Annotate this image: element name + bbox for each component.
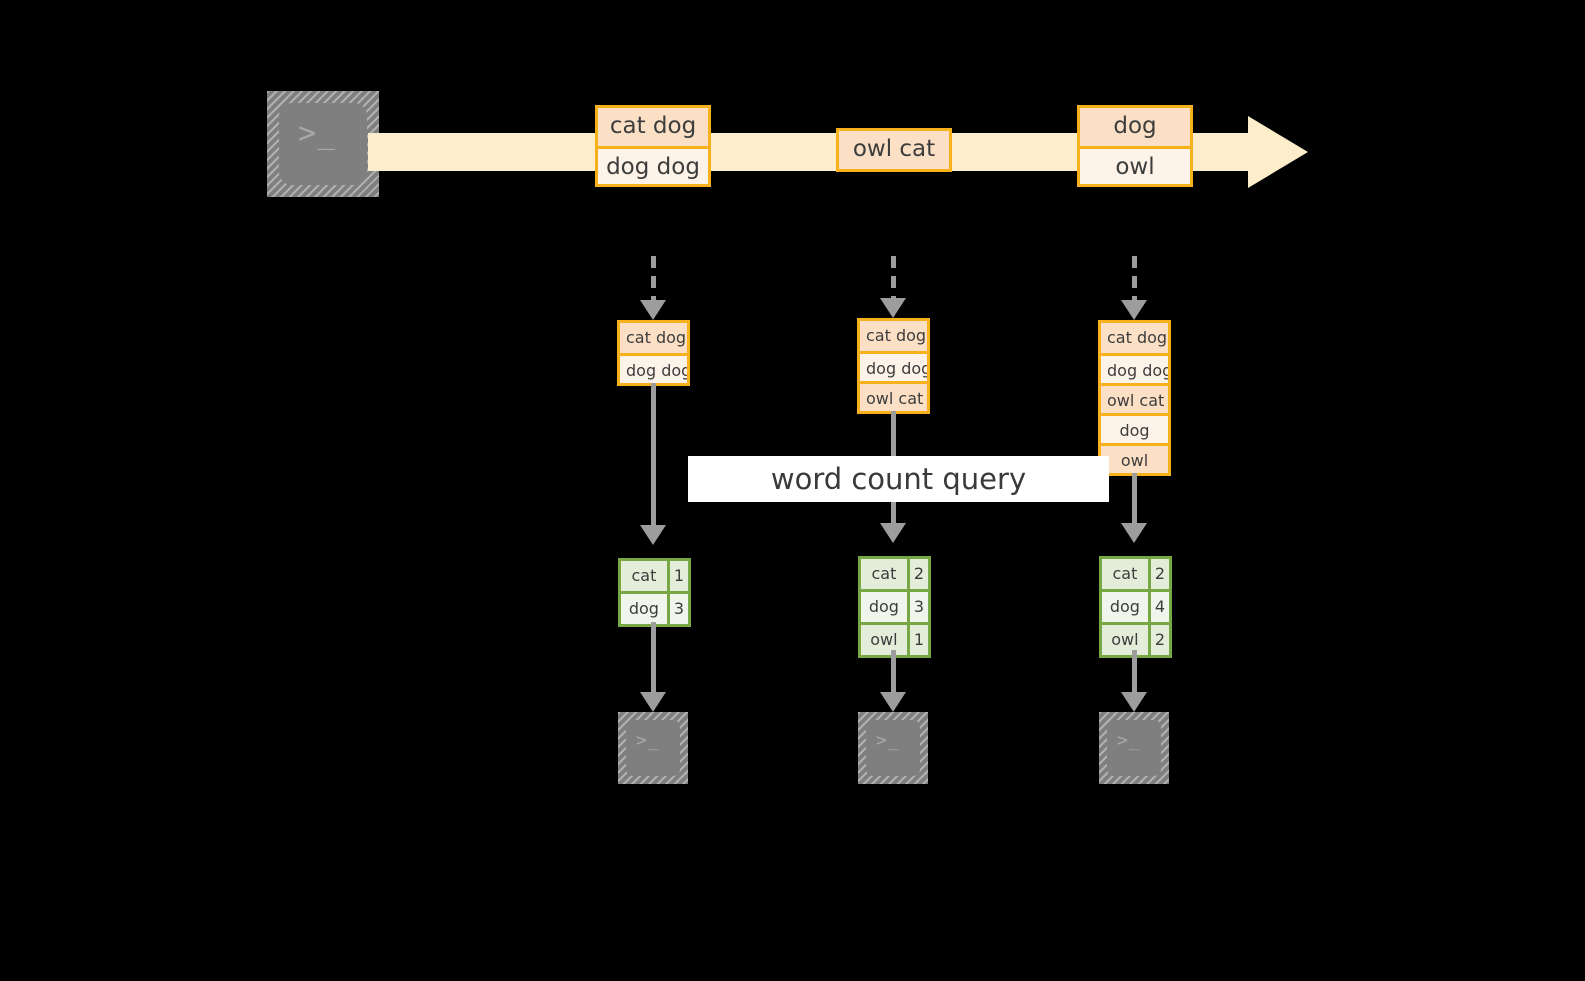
snapshot-2-input-line-2: dog dog [860, 351, 927, 381]
snapshot-2-row-2-word: dog [861, 592, 907, 622]
terminal-screen [866, 720, 920, 776]
terminal-prompt-glyph: >_ [636, 730, 660, 751]
stream-batch-1: cat dog dog dog [595, 105, 711, 187]
snapshot-2-input-line-3: owl cat [860, 381, 927, 411]
snapshot-2-row-1-word: cat [861, 559, 907, 589]
snapshot-3-input-line-1: cat dog [1101, 323, 1168, 353]
table-row: cat 1 [621, 561, 688, 591]
table-row: dog 3 [861, 589, 928, 622]
snapshot-2-sink-terminal-icon: >_ [858, 712, 928, 784]
snapshot-1-sink-arrowhead-icon [640, 692, 666, 712]
table-row: dog 4 [1102, 589, 1169, 622]
terminal-prompt-glyph: >_ [298, 116, 337, 151]
stream-batch-3-line-1: dog [1080, 108, 1190, 146]
terminal-screen [1107, 720, 1161, 776]
table-row: dog 3 [621, 591, 688, 624]
snapshot-3-row-2-word: dog [1102, 592, 1148, 622]
snapshot-3-input-table: cat dog dog dog owl cat dog owl [1098, 320, 1171, 476]
snapshot-1-row-2-count: 3 [666, 594, 688, 624]
stream-batch-3: dog owl [1077, 105, 1193, 187]
query-banner-label: word count query [688, 456, 1109, 502]
snapshot-3-input-line-2: dog dog [1101, 353, 1168, 383]
stream-batch-2-line-1: owl cat [839, 131, 949, 169]
snapshot-1-row-1-count: 1 [666, 561, 688, 591]
snapshot-3-sink-arrowhead-icon [1121, 692, 1147, 712]
snapshot-1-query-arrowhead-icon [640, 525, 666, 545]
table-row: cat 2 [1102, 559, 1169, 589]
snapshot-2-input-table: cat dog dog dog owl cat [857, 318, 930, 414]
snapshot-1-row-2-word: dog [621, 594, 667, 624]
terminal-prompt-glyph: >_ [1117, 730, 1141, 751]
snapshot-2-sink-line [891, 650, 896, 699]
snapshot-3-input-line-5: owl [1101, 443, 1168, 473]
snapshot-3-row-1-word: cat [1102, 559, 1148, 589]
snapshot-1-trigger-arrowhead-icon [640, 300, 666, 320]
snapshot-1-input-line-2: dog dog [620, 353, 687, 383]
snapshot-2-trigger-arrowhead-icon [880, 298, 906, 318]
table-row: owl 2 [1102, 622, 1169, 655]
snapshot-3-input-line-4: dog [1101, 413, 1168, 443]
terminal-screen [279, 103, 367, 185]
snapshot-1-input-table: cat dog dog dog [617, 320, 690, 386]
snapshot-2-row-3-word: owl [861, 625, 907, 655]
snapshot-3-result-table: cat 2 dog 4 owl 2 [1099, 556, 1172, 658]
stream-batch-1-line-1: cat dog [598, 108, 708, 146]
snapshot-2-row-2-count: 3 [906, 592, 928, 622]
terminal-prompt-glyph: >_ [876, 730, 900, 751]
stream-arrowhead-icon [1248, 116, 1308, 188]
snapshot-1-sink-terminal-icon: >_ [618, 712, 688, 784]
snapshot-2-trigger-line [891, 256, 896, 302]
snapshot-2-query-arrowhead-icon [880, 523, 906, 543]
snapshot-1-input-line-1: cat dog [620, 323, 687, 353]
snapshot-2-row-1-count: 2 [906, 559, 928, 589]
snapshot-3-input-line-3: owl cat [1101, 383, 1168, 413]
snapshot-3-row-3-count: 2 [1147, 625, 1169, 655]
stream-batch-1-line-2: dog dog [598, 146, 708, 184]
snapshot-3-trigger-line [1132, 256, 1137, 304]
snapshot-2-row-3-count: 1 [906, 625, 928, 655]
snapshot-2-sink-arrowhead-icon [880, 692, 906, 712]
snapshot-3-row-2-count: 4 [1147, 592, 1169, 622]
terminal-icon: >_ [267, 91, 379, 197]
table-row: cat 2 [861, 559, 928, 589]
snapshot-1-result-table: cat 1 dog 3 [618, 558, 691, 627]
snapshot-1-row-1-word: cat [621, 561, 667, 591]
snapshot-3-row-3-word: owl [1102, 625, 1148, 655]
terminal-screen [626, 720, 680, 776]
snapshot-2-result-table: cat 2 dog 3 owl 1 [858, 556, 931, 658]
stream-batch-2: owl cat [836, 128, 952, 172]
snapshot-2-input-line-1: cat dog [860, 321, 927, 351]
table-row: owl 1 [861, 622, 928, 655]
snapshot-3-sink-terminal-icon: >_ [1099, 712, 1169, 784]
snapshot-3-query-line [1132, 473, 1137, 529]
stream-batch-3-line-2: owl [1080, 146, 1190, 184]
snapshot-1-query-line [651, 383, 656, 531]
snapshot-3-row-1-count: 2 [1147, 559, 1169, 589]
snapshot-3-sink-line [1132, 650, 1137, 699]
snapshot-1-trigger-line [651, 256, 656, 304]
snapshot-3-trigger-arrowhead-icon [1121, 300, 1147, 320]
snapshot-3-query-arrowhead-icon [1121, 523, 1147, 543]
snapshot-1-sink-line [651, 622, 656, 699]
